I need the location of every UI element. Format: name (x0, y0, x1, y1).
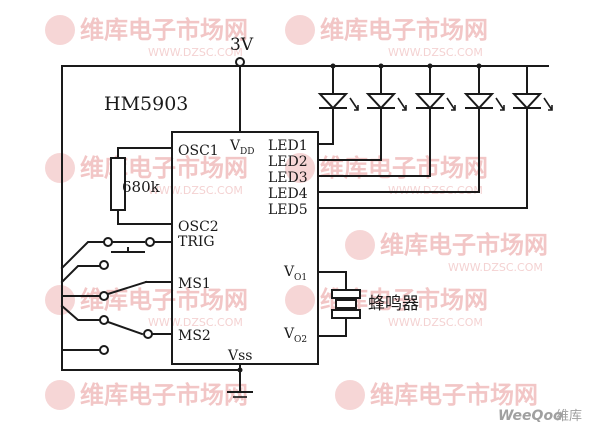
watermark-icon (345, 230, 375, 260)
supply-terminal (235, 57, 245, 67)
pin-led4: LED4 (268, 186, 308, 202)
ms1-switch[interactable] (60, 260, 173, 301)
watermark-url: WWW.DZSC.COM (448, 261, 543, 274)
source-logo-brand: WeeQoo (498, 408, 563, 424)
source-logo: WeeQoo 维库 (498, 408, 582, 424)
watermark-icon (45, 380, 75, 410)
watermark-icon (45, 285, 75, 315)
watermark-brand: 维库电子市场网 (320, 154, 488, 182)
led-2 (317, 65, 407, 161)
pin-led3: LED3 (268, 170, 308, 186)
watermark-brand: 维库电子市场网 (80, 154, 248, 182)
ic-body (171, 131, 319, 365)
ic-part-number: HM5903 (104, 93, 188, 115)
watermark-icon (335, 380, 365, 410)
buzzer-label: 蜂鸣器 (368, 294, 419, 314)
led-4 (317, 65, 505, 193)
ms2-switch[interactable] (60, 304, 173, 355)
buzzer (317, 271, 361, 337)
ground (61, 363, 253, 398)
watermark-icon (45, 15, 75, 45)
watermark-url: WWW.DZSC.COM (148, 184, 243, 197)
pin-led1: LED1 (268, 138, 308, 154)
watermark-icon (45, 153, 75, 183)
pin-led2: LED2 (268, 154, 308, 170)
watermark-brand: 维库电子市场网 (80, 16, 248, 44)
pin-vdd-subscript: DD (240, 147, 254, 157)
watermark-icon (285, 285, 315, 315)
pin-ms2: MS2 (178, 328, 211, 344)
watermark-brand: 维库电子市场网 (80, 286, 248, 314)
pin-vo1: V (283, 264, 295, 280)
watermark-brand: 维库电子市场网 (320, 16, 488, 44)
source-logo-suffix: 维库 (556, 408, 582, 424)
watermark-icon (285, 153, 315, 183)
pin-vo2-subscript: O2 (294, 335, 307, 345)
led-1 (317, 65, 359, 145)
watermark-brand: 维库电子市场网 (380, 231, 548, 259)
watermark-brand: 维库电子市场网 (370, 381, 538, 409)
watermark-icon (285, 15, 315, 45)
watermark-url: WWW.DZSC.COM (388, 184, 483, 197)
watermark-brand: 维库电子市场网 (80, 381, 248, 409)
pin-vss: Vss (227, 348, 252, 364)
watermark-url: WWW.DZSC.COM (148, 46, 243, 59)
watermark-group: 维库电子市场网 WWW.DZSC.COM 维库电子市场网 WWW.DZSC.CO… (45, 15, 548, 410)
watermark-url: WWW.DZSC.COM (388, 316, 483, 329)
pin-osc2: OSC2 (178, 219, 219, 235)
pin-vo2: V (283, 326, 295, 342)
resistor-value: 680k (122, 178, 161, 196)
pin-ms1: MS1 (178, 276, 211, 292)
pin-vo1-subscript: O1 (294, 273, 307, 283)
pin-trig: TRIG (178, 234, 215, 250)
pin-led5: LED5 (268, 202, 308, 218)
pin-osc1: OSC1 (178, 143, 219, 159)
supply-label: 3V (230, 35, 254, 55)
trig-switch[interactable] (60, 237, 173, 270)
resistor (110, 147, 173, 225)
led-3 (317, 65, 456, 177)
led-5 (317, 65, 553, 209)
led-array (317, 63, 553, 209)
watermark-url: WWW.DZSC.COM (388, 46, 483, 59)
pin-vdd: V (229, 138, 241, 154)
